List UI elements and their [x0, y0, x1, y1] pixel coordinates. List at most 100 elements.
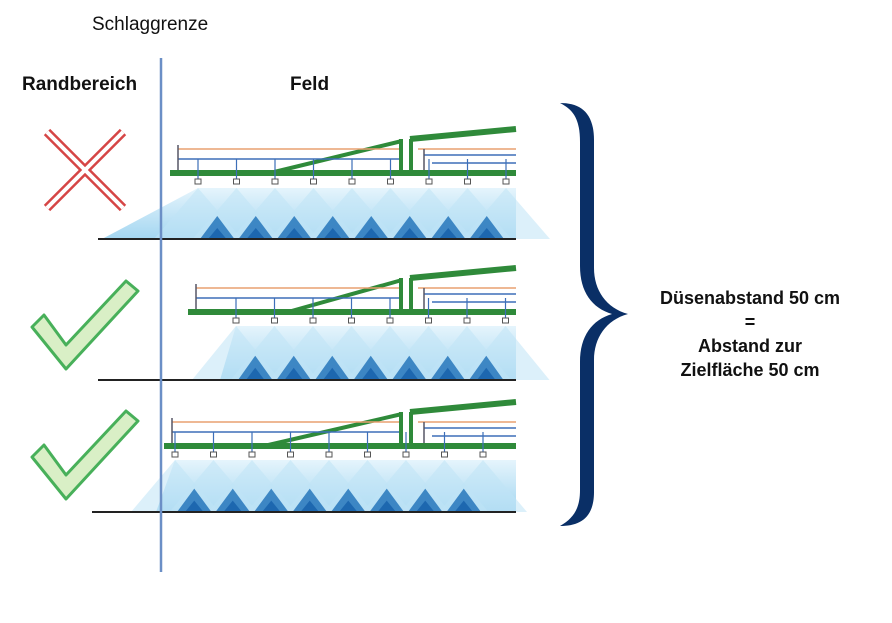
spray-overlap-core-2: [284, 367, 303, 380]
nozzle-8: [502, 317, 509, 324]
spray-overlap-core-8: [477, 228, 496, 239]
boom-upper-beam: [409, 126, 517, 142]
spray-overlap-core-6: [438, 367, 457, 380]
nozzle-9: [479, 451, 487, 458]
field-boundary-label: Schlaggrenze: [92, 14, 209, 35]
spray-overlap-core-6: [400, 228, 419, 239]
check-shape: [30, 279, 140, 371]
nozzle-3: [271, 178, 279, 185]
nozzle-4: [310, 178, 317, 185]
spray-overlap-7: [431, 216, 466, 239]
spray-overlap-7: [408, 488, 443, 512]
nozzle-spacing-note: Düsenabstand 50 cm = Abstand zur Zielflä…: [640, 286, 860, 382]
spray-overlap-5: [354, 216, 389, 239]
nozzle-1: [232, 317, 240, 324]
boom-post-2: [409, 278, 413, 312]
spray-overlap-6: [369, 488, 404, 512]
spray-overlap-3: [277, 216, 312, 239]
sprayer-row-1-wrong: [43, 126, 550, 240]
nozzle-6: [364, 451, 371, 458]
nozzle-4: [287, 451, 294, 458]
spray-overlap-core-5: [362, 228, 381, 239]
spray-overlap-1: [200, 216, 235, 239]
spray-overlap-core-7: [416, 500, 435, 512]
nozzle-2: [271, 317, 278, 324]
spray-pattern: [131, 460, 527, 512]
spray-overlap-core-4: [300, 500, 319, 512]
boom-upper-beam: [409, 265, 517, 281]
boom-main-bar: [170, 170, 516, 176]
spray-overlap-core-7: [439, 228, 458, 239]
nozzle-7: [402, 451, 410, 458]
spray-overlap-5: [331, 488, 366, 512]
nozzle-9: [502, 178, 510, 185]
spray-overlap-8: [446, 488, 481, 512]
field-label: Feld: [290, 74, 330, 95]
spray-overlap-core-5: [400, 367, 419, 380]
spray-overlap-2: [238, 216, 273, 239]
nozzle-8: [441, 451, 448, 458]
spray-overlap-2: [215, 488, 250, 512]
spray-overlap-core-4: [361, 367, 380, 380]
spray-overlap-core-1: [208, 228, 227, 239]
green-check-icon: [30, 279, 140, 371]
nozzle-8: [464, 178, 471, 185]
spray-overlap-1: [177, 488, 212, 512]
spray-pattern: [192, 326, 550, 380]
boom-strut: [269, 139, 403, 175]
boom-post-2: [409, 139, 413, 173]
curly-brace: [560, 103, 628, 526]
sprayer-boom: [188, 265, 517, 324]
nozzle-2: [233, 178, 240, 185]
note-line-4: Zielfläche 50 cm: [680, 360, 820, 380]
spray-overlap-core-3: [323, 367, 342, 380]
spray-overlap-core-4: [323, 228, 342, 239]
check-shape: [30, 409, 140, 501]
boom-strut: [263, 412, 403, 448]
sprayer-row-2-correct: [30, 265, 550, 381]
nozzle-3: [248, 451, 256, 458]
spray-overlap-core-2: [246, 228, 265, 239]
nozzle-7: [425, 178, 433, 185]
spray-overlap-8: [469, 216, 504, 239]
spray-overlap-core-1: [185, 500, 204, 512]
edge-area-label: Randbereich: [22, 74, 138, 95]
nozzle-7: [463, 317, 471, 324]
spray-overlap-core-3: [285, 228, 304, 239]
spray-overlap-core-8: [454, 500, 473, 512]
nozzle-2: [210, 451, 217, 458]
spray-overlap-4: [315, 216, 350, 239]
note-line-2: =: [744, 312, 756, 332]
boom-post: [399, 412, 403, 446]
nozzle-6: [387, 178, 394, 185]
nozzle-3: [309, 317, 317, 324]
spray-overlap-core-7: [477, 367, 496, 380]
boom-post-2: [409, 412, 413, 446]
boom-post: [399, 278, 403, 312]
sprayer-boom: [170, 126, 517, 185]
boom-main-bar: [164, 443, 516, 449]
nozzle-1: [171, 451, 179, 458]
green-check-icon: [30, 409, 140, 501]
sprayer-boom: [164, 399, 517, 458]
nozzle-1: [194, 178, 202, 185]
nozzle-4: [348, 317, 355, 324]
spray-overlap-core-6: [377, 500, 396, 512]
spray-overlap-3: [254, 488, 289, 512]
nozzle-5: [386, 317, 394, 324]
note-line-1: Düsenabstand 50 cm: [659, 288, 841, 308]
boom-post: [399, 139, 403, 173]
spray-overlap-core-3: [262, 500, 281, 512]
spray-overlap-core-5: [339, 500, 358, 512]
nozzle-6: [425, 317, 432, 324]
spray-overlap-core-2: [223, 500, 242, 512]
nozzle-5: [325, 451, 333, 458]
spray-overlap-4: [292, 488, 327, 512]
spray-overlap-6: [392, 216, 427, 239]
cross-inner-2: [45, 130, 125, 210]
nozzle-5: [348, 178, 356, 185]
spray-pattern: [102, 188, 550, 239]
note-line-3: Abstand zur: [697, 336, 802, 356]
